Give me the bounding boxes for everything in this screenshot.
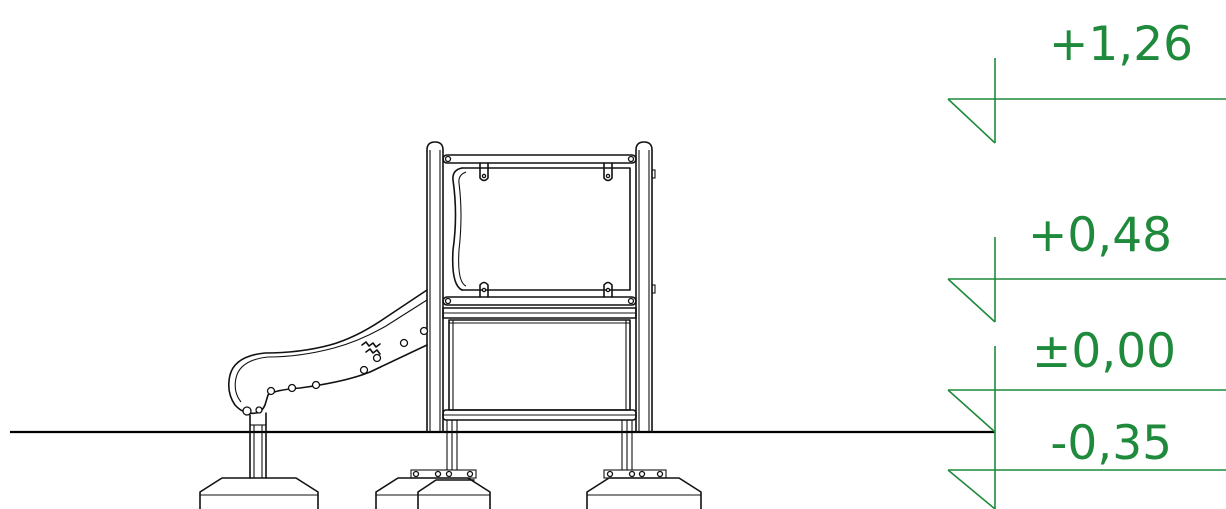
foundations: [199, 469, 702, 509]
level-markers: +1,26 +0,48 ±0,00 -0,35: [947, 17, 1226, 509]
foundation-slide: [199, 477, 319, 509]
level-marker-platform: +0,48: [947, 208, 1226, 323]
platform-deck: [442, 307, 637, 411]
slide: [228, 289, 429, 479]
level-label-foundation: -0,35: [1050, 416, 1172, 471]
middle-rail: [442, 281, 637, 306]
level-marker-top: +1,26: [947, 17, 1226, 144]
level-label-ground: ±0,00: [1032, 324, 1176, 379]
right-post: [635, 141, 656, 433]
level-marker-ground: ±0,00: [947, 324, 1226, 433]
foundation-tower-left: [375, 469, 491, 509]
tower-legs: [446, 420, 633, 470]
tower-frame: [426, 141, 656, 470]
climbing-panel: [451, 167, 631, 291]
level-label-platform: +0,48: [1028, 208, 1172, 263]
level-label-top: +1,26: [1049, 17, 1193, 72]
level-marker-foundation: -0,35: [947, 416, 1226, 509]
bottom-rail: [442, 409, 637, 421]
left-post: [426, 141, 444, 433]
foundation-tower-right: [586, 469, 702, 509]
top-rail: [442, 154, 637, 182]
